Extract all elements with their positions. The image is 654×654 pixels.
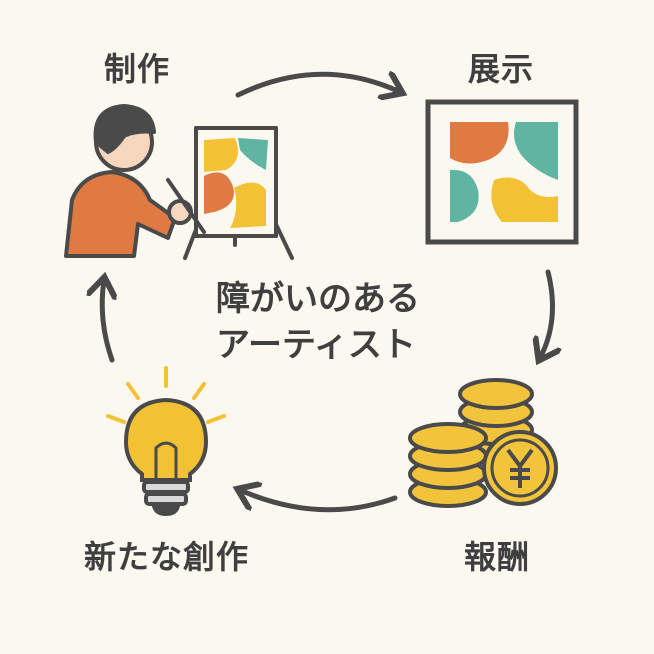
light-bulb-icon — [106, 366, 226, 517]
artist-painting-icon — [64, 104, 294, 260]
step-label-create: 制作 — [104, 50, 171, 88]
step-label-reward: 報酬 — [464, 538, 531, 576]
center-title-line1: 障がいのある — [216, 279, 420, 319]
framed-painting-icon — [425, 99, 579, 245]
arrow-create-to-exhibit — [235, 74, 400, 95]
step-label-exhibit: 展示 — [468, 50, 535, 88]
arrow-reward-to-newcreate — [240, 490, 398, 513]
step-label-new-creation: 新たな創作 — [84, 538, 250, 576]
yen-coins-icon — [408, 378, 558, 508]
arrow-newcreate-to-create — [102, 280, 112, 363]
arrow-exhibit-to-reward — [540, 269, 553, 358]
center-title-line2: アーティスト — [216, 325, 416, 365]
